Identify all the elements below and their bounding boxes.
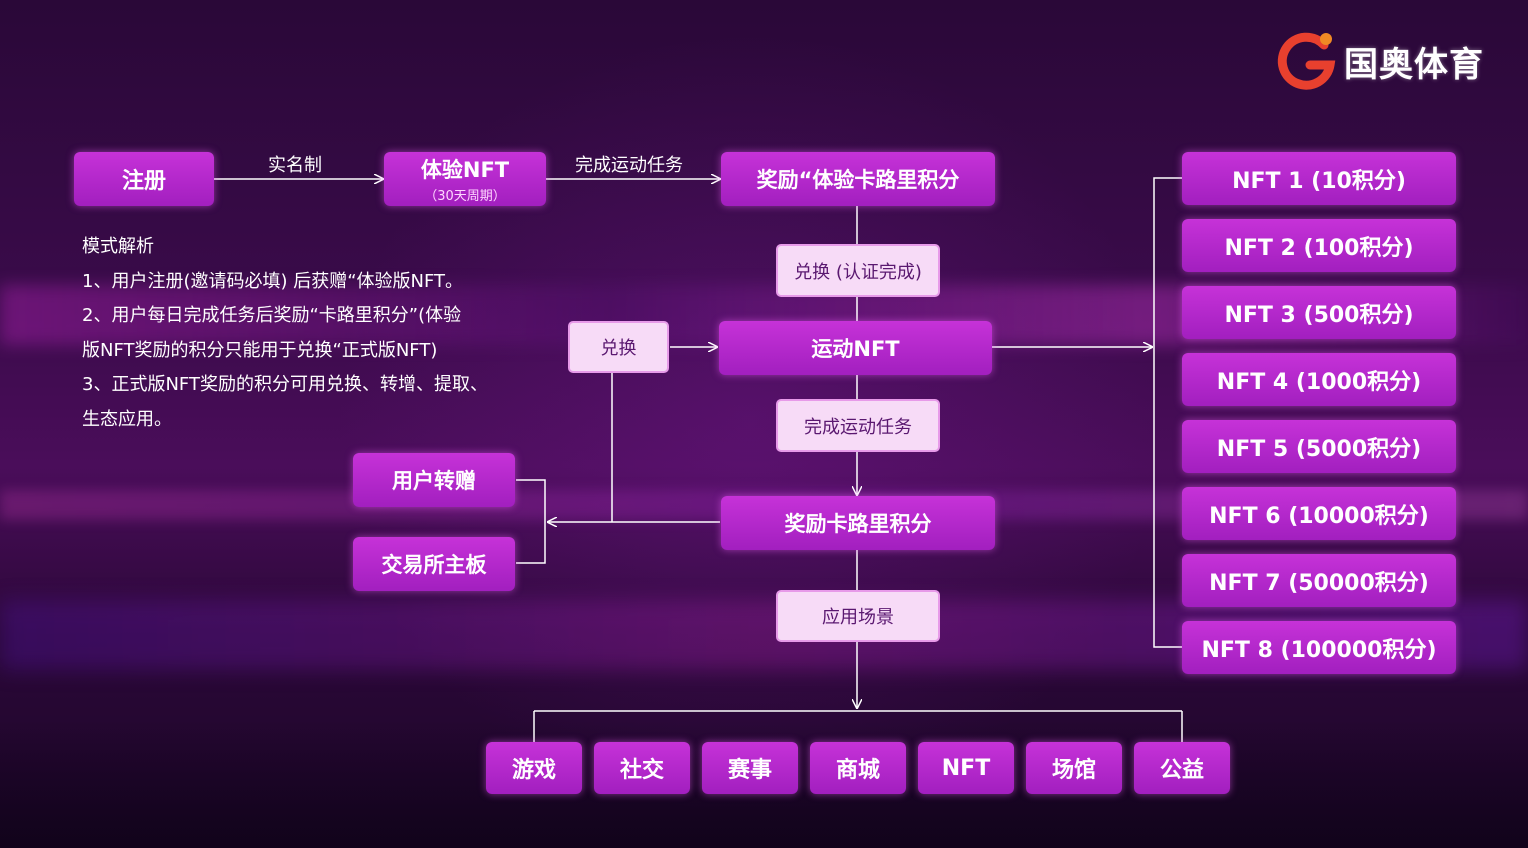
bracket-transfer	[516, 479, 546, 564]
brand-name: 国奥体育	[1344, 44, 1484, 85]
nft-tier-7: NFT 7 (50000积分)	[1182, 554, 1456, 607]
brand-logo: 国奥体育	[1274, 28, 1484, 94]
trial-nft-title: 体验NFT	[420, 158, 510, 182]
nft-tier-6: NFT 6 (10000积分)	[1182, 487, 1456, 540]
register-node: 注册	[74, 152, 214, 206]
scene-nft: NFT	[918, 742, 1014, 794]
sport-nft-node: 运动NFT	[719, 321, 992, 375]
user-transfer-node: 用户转赠	[353, 453, 515, 507]
edge-label-realname: 实名制	[268, 155, 322, 176]
info-title: 模式解析	[82, 236, 154, 257]
scene-social: 社交	[594, 742, 690, 794]
info-line-2b: 版NFT奖励的积分只能用于兑换“正式版NFT)	[82, 339, 438, 361]
scene-mall: 商城	[810, 742, 906, 794]
complete-task-box: 完成运动任务	[776, 399, 940, 452]
reward-calorie-node: 奖励卡路里积分	[721, 496, 995, 550]
trial-nft-period: （30天周期）	[424, 189, 506, 204]
nft-tier-4: NFT 4 (1000积分)	[1182, 353, 1456, 406]
edge-label-task: 完成运动任务	[575, 155, 683, 176]
nft-tier-1: NFT 1 (10积分)	[1182, 152, 1456, 205]
scene-events: 赛事	[702, 742, 798, 794]
info-line-3b: 生态应用。	[82, 408, 172, 430]
scene-game: 游戏	[486, 742, 582, 794]
scenes-label-box: 应用场景	[776, 590, 940, 642]
mode-analysis-text: 模式解析 1、用户注册(邀请码必填) 后获赠“体验版NFT。 2、用户每日完成任…	[82, 230, 522, 437]
nft-tier-3: NFT 3 (500积分)	[1182, 286, 1456, 339]
info-line-1: 1、用户注册(邀请码必填) 后获赠“体验版NFT。	[82, 270, 464, 292]
reward-trial-node: 奖励“体验卡路里积分	[721, 152, 995, 206]
nft-tier-5: NFT 5 (5000积分)	[1182, 420, 1456, 473]
exchange-board-node: 交易所主板	[353, 537, 515, 591]
scene-charity: 公益	[1134, 742, 1230, 794]
scene-venue: 场馆	[1026, 742, 1122, 794]
bracket-tiers	[1153, 177, 1182, 648]
redeem-box: 兑换	[568, 321, 669, 373]
nft-tier-2: NFT 2 (100积分)	[1182, 219, 1456, 272]
info-line-2a: 2、用户每日完成任务后奖励“卡路里积分”(体验	[82, 305, 462, 326]
redeem-certified-box: 兑换 (认证完成)	[776, 244, 940, 297]
trial-nft-node: 体验NFT （30天周期）	[384, 152, 546, 206]
info-line-3a: 3、正式版NFT奖励的积分可用兑换、转增、提取、	[82, 374, 488, 395]
logo-g-icon	[1277, 32, 1336, 90]
nft-tier-8: NFT 8 (100000积分)	[1182, 621, 1456, 674]
